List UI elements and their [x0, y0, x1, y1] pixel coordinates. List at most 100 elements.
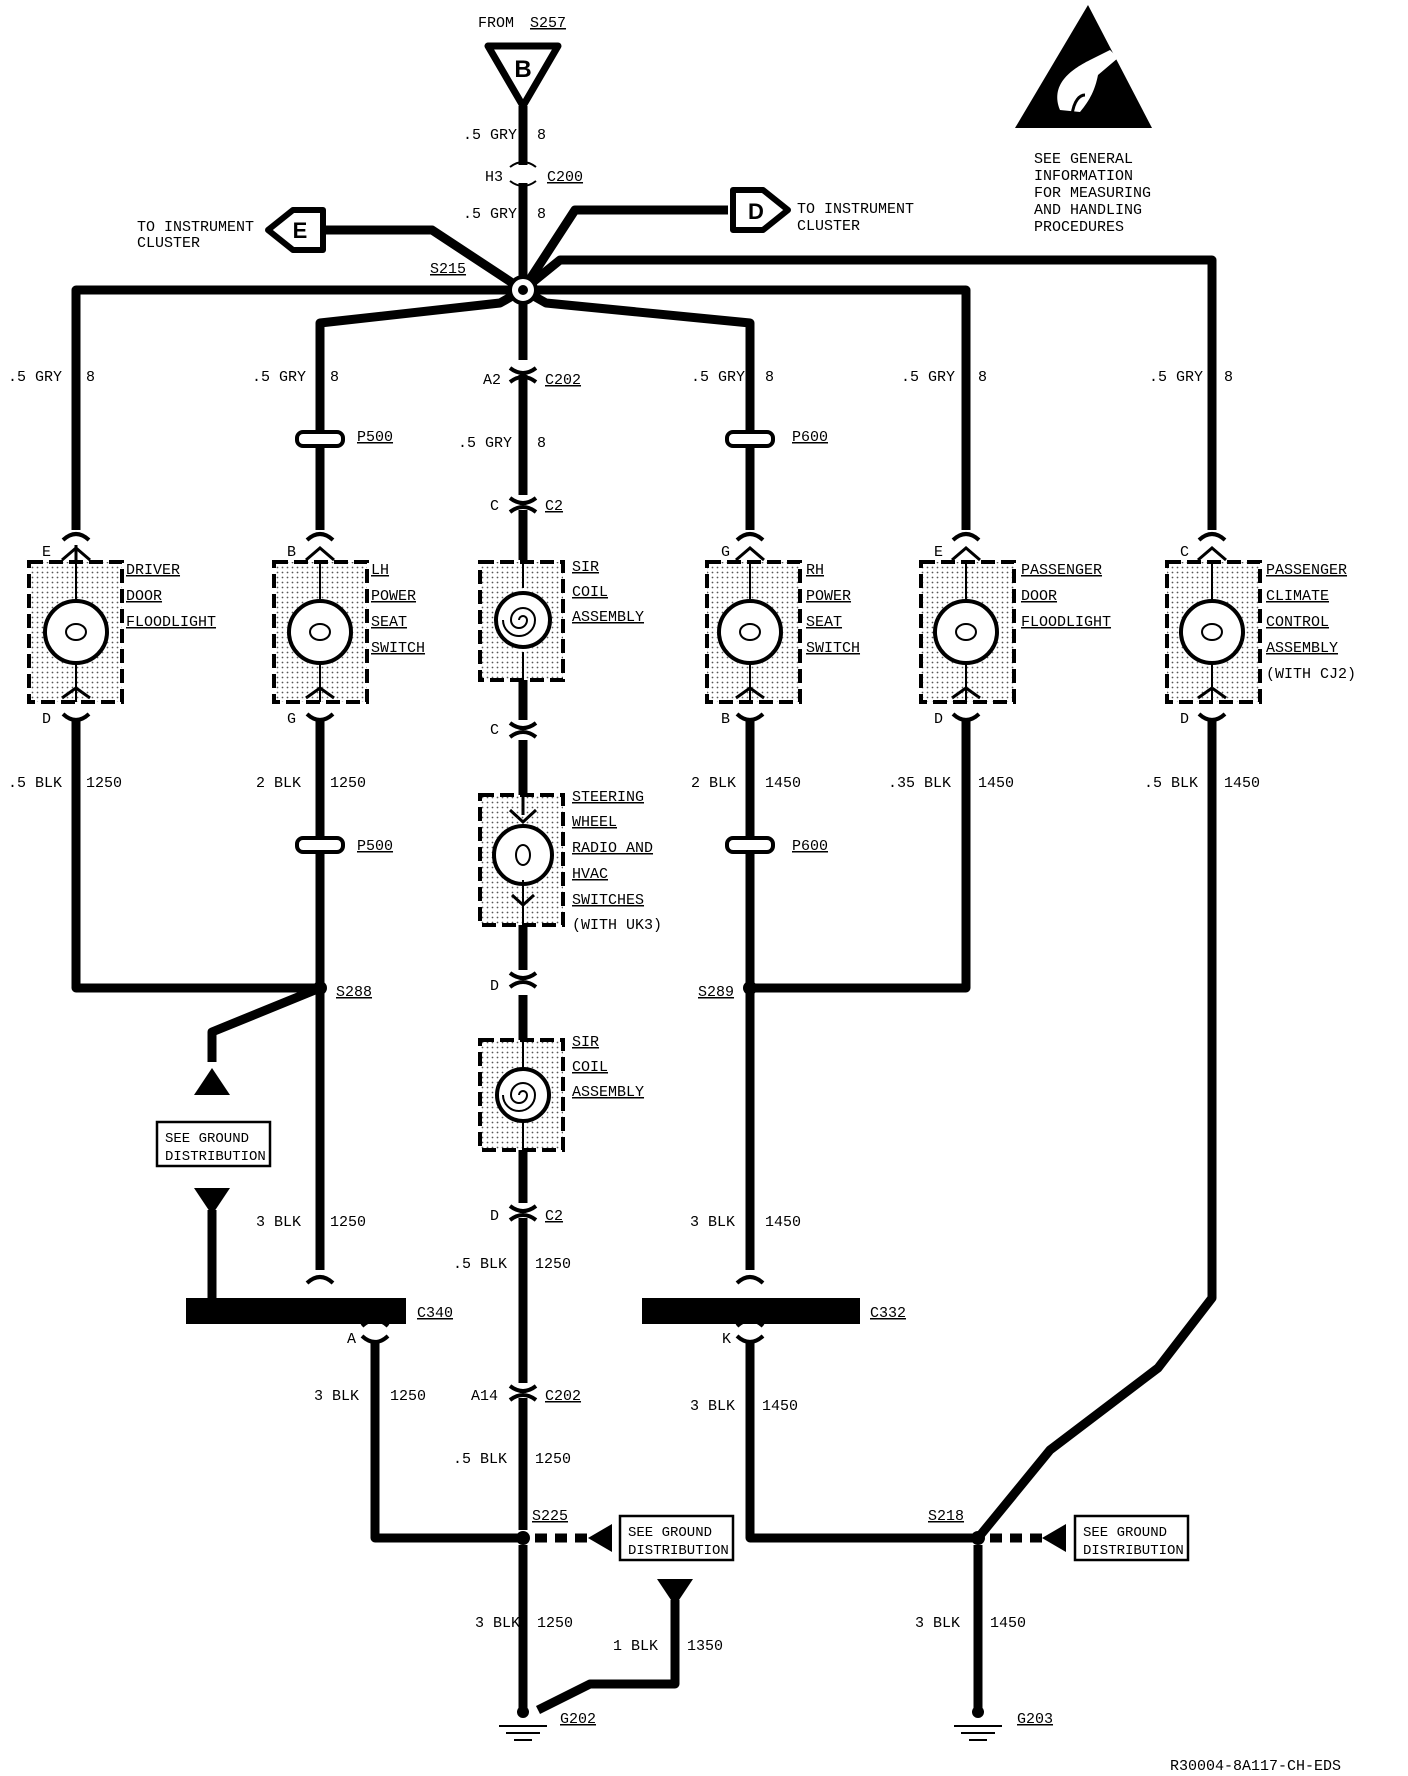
see-ground-2-line-1: SEE GROUND	[628, 1525, 712, 1541]
lh-3blk-wire-size: 3 BLK	[256, 1214, 301, 1231]
see-ground-2-line-2: DISTRIBUTION	[628, 1543, 729, 1559]
ground-g203-icon	[954, 1706, 1002, 1741]
sir1-line-3: ASSEMBLY	[572, 609, 644, 626]
warning-line-5: PROCEDURES	[1034, 219, 1124, 236]
see-ground-distribution-box-1	[155, 1120, 272, 1168]
steering-line-4: HVAC	[572, 866, 608, 883]
pass-door-pin-bottom: D	[934, 711, 943, 728]
splice-s215	[508, 275, 538, 305]
see-ground-distribution-box-3	[1073, 1514, 1190, 1562]
center-pin-c: C	[490, 722, 499, 739]
climate-line-3: CONTROL	[1266, 614, 1329, 631]
sir1-line-1: SIR	[572, 559, 599, 576]
arrow-e-line-1: TO INSTRUMENT	[137, 219, 254, 236]
ground-distribution-arrow-1	[194, 1188, 230, 1215]
lh-power-seat-switch	[272, 430, 369, 1270]
splice-s225	[516, 1524, 612, 1552]
s215-label: S215	[430, 261, 466, 278]
splice-s218	[971, 1524, 1066, 1710]
c2-top-pin: C	[490, 498, 499, 515]
driver-door-floodlight	[27, 532, 124, 722]
passenger-door-floodlight	[919, 532, 1016, 722]
g203-circuit: 1450	[990, 1615, 1026, 1632]
c340-circuit: 1250	[390, 1388, 426, 1405]
steering-line-2: WHEEL	[572, 814, 617, 831]
pass-door-line-3: FLOODLIGHT	[1021, 614, 1111, 631]
c340-pin-a: A	[347, 1331, 356, 1348]
c340-to-s225-wire	[370, 1343, 523, 1543]
driver-pin-bottom: D	[42, 711, 51, 728]
pass-door-pin-top: E	[934, 544, 943, 561]
lh-circuit: 8	[330, 369, 339, 386]
sir2-line-2: COIL	[572, 1059, 608, 1076]
center-pin-d: D	[490, 978, 499, 995]
driver-wire-size: .5 GRY	[8, 369, 62, 386]
lh-line-2: POWER	[371, 588, 416, 605]
center-ground-wire-size: .5 BLK	[453, 1256, 507, 1273]
c202-bottom-label: C202	[545, 1388, 581, 1405]
lh-ground-circuit: 1250	[330, 775, 366, 792]
s225-label: S225	[532, 1508, 568, 1525]
ground-distribution-arrow-2	[657, 1579, 693, 1606]
pass-door-line-1: PASSENGER	[1021, 562, 1102, 579]
lh-wire-size: .5 GRY	[252, 369, 306, 386]
side-ground-wire	[535, 1600, 680, 1715]
driver-pin-top: E	[42, 544, 51, 561]
rh-3blk-wire-size: 3 BLK	[690, 1214, 735, 1231]
side-wire-size: 1 BLK	[613, 1638, 658, 1655]
pass-door-ground-circuit: 1450	[978, 775, 1014, 792]
c2-bottom-label: C2	[545, 1208, 563, 1225]
steering-line-1: STEERING	[572, 789, 644, 806]
trunk-mid-wire-size: .5 GRY	[463, 206, 517, 223]
c332-wire-size: 3 BLK	[690, 1398, 735, 1415]
c202-top-pin: A2	[483, 372, 501, 389]
connector-c340	[186, 1275, 406, 1344]
rh-pin-bottom: B	[721, 711, 730, 728]
warning-line-3: FOR MEASURING	[1034, 185, 1151, 202]
c200-pin: H3	[485, 169, 503, 186]
rh-circuit: 8	[765, 369, 774, 386]
s218-label: S218	[928, 1508, 964, 1525]
center-lower-circuit: 1250	[535, 1451, 571, 1468]
pass-door-line-2: DOOR	[1021, 588, 1057, 605]
climate-wire-size: .5 GRY	[1149, 369, 1203, 386]
center-pin-breaks	[508, 366, 538, 1402]
lh-line-4: SWITCH	[371, 640, 425, 657]
figure-code: R30004-8A117-CH-EDS	[1170, 1758, 1341, 1775]
climate-line-2: CLIMATE	[1266, 588, 1329, 605]
climate-pin-top: C	[1180, 544, 1189, 561]
steering-line-5: SWITCHES	[572, 892, 644, 909]
warning-line-1: SEE GENERAL	[1034, 151, 1133, 168]
see-ground-1-line-1: SEE GROUND	[165, 1131, 249, 1147]
source-letter: B	[514, 56, 531, 83]
c2-top-label: C2	[545, 498, 563, 515]
arrow-e-line-2: CLUSTER	[137, 235, 200, 252]
climate-pin-bottom: D	[1180, 711, 1189, 728]
arrow-d-to-instrument-cluster: D	[730, 187, 791, 233]
arrow-e-to-instrument-cluster: E	[265, 207, 326, 253]
driver-ground-wire-size: .5 BLK	[8, 775, 62, 792]
splice-s288	[194, 981, 327, 1095]
source-arrow-b: B	[484, 42, 562, 110]
passenger-climate-control-assembly	[974, 532, 1262, 1541]
c332-to-s218-wire	[745, 1343, 978, 1543]
s288-label: S288	[336, 984, 372, 1001]
rh-line-3: SEAT	[806, 614, 842, 631]
g202-wire-size: 3 BLK	[475, 1615, 520, 1632]
see-ground-1-line-2: DISTRIBUTION	[165, 1149, 266, 1165]
trunk-mid-circuit: 8	[537, 206, 546, 223]
see-ground-3-line-2: DISTRIBUTION	[1083, 1543, 1184, 1559]
splice-s289	[743, 720, 971, 995]
rh-power-seat-switch	[705, 430, 802, 1270]
source-splice-s257: S257	[530, 15, 566, 32]
lh-pin-top: B	[287, 544, 296, 561]
ground-g202-icon	[499, 1706, 547, 1741]
c200-label: C200	[547, 169, 583, 186]
rh-line-1: RH	[806, 562, 824, 579]
side-circuit: 1350	[687, 1638, 723, 1655]
steering-wheel-switches	[478, 793, 565, 927]
rh-line-4: SWITCH	[806, 640, 860, 657]
climate-line-5: (WITH CJ2)	[1266, 666, 1356, 683]
sir1-line-2: COIL	[572, 584, 608, 601]
